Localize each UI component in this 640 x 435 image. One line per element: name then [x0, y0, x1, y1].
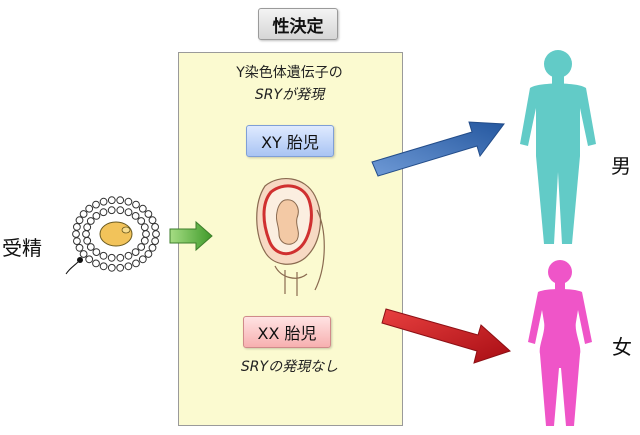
blue-arrow: [371, 121, 505, 177]
follicle-cell: [92, 259, 100, 268]
follicle-cell: [144, 250, 153, 258]
follicle-cell: [140, 236, 149, 245]
sperm-tail: [65, 261, 79, 275]
follicle-cell: [92, 212, 101, 220]
follicle-cell: [131, 248, 140, 256]
egg-nucleus: [121, 226, 131, 234]
title-box: 性決定: [258, 8, 338, 40]
follicle-cell: [83, 223, 92, 232]
follicle-cell: [124, 197, 133, 206]
y-gene-caption-line2: SRYが発現: [254, 87, 325, 103]
spine-outline: [314, 209, 325, 291]
follicle-cell: [107, 206, 116, 215]
fetus-body: [275, 199, 299, 245]
follicle-cell: [116, 263, 125, 272]
follicle-cell: [124, 208, 133, 217]
follicle-cell: [124, 262, 133, 271]
male-label: 男: [611, 154, 631, 178]
follicle-cell: [116, 253, 125, 262]
follicle-cell: [73, 237, 81, 245]
xx-fetus-text: XX 胎児: [257, 324, 317, 343]
y-gene-caption-line1: Y染色体遺伝子の: [236, 65, 343, 81]
follicle-cell: [86, 243, 95, 251]
follicle-cell: [131, 212, 140, 220]
follicle-cell: [99, 251, 108, 260]
title-text: 性決定: [272, 16, 324, 37]
follicle-cell: [137, 243, 146, 251]
follicle-cell: [72, 230, 80, 238]
follicle-cell: [142, 230, 150, 238]
follicle-cell: [79, 210, 88, 218]
follicle-cell: [75, 216, 84, 225]
follicle-cell: [148, 243, 157, 252]
follicle-cell: [85, 204, 94, 213]
follicle-cell: [116, 206, 125, 215]
green-arrow: [169, 220, 213, 252]
follicle-cell: [124, 251, 133, 260]
follicle-cell: [144, 210, 153, 218]
no-sry-caption: SRYの発現なし: [240, 359, 339, 375]
xy-fetus-text: XY 胎児: [261, 133, 319, 152]
fertilization-illustration: [65, 196, 160, 275]
follicle-cell: [82, 230, 90, 238]
xy-fetus-label: XY 胎児: [246, 125, 334, 157]
follicle-cell: [107, 263, 116, 272]
follicle-cell: [85, 255, 94, 264]
follicle-cell: [132, 259, 140, 268]
follicle-cell: [151, 237, 159, 245]
follicle-cell: [152, 230, 160, 238]
follicle-cell: [132, 200, 140, 209]
xx-fetus-label: XX 胎児: [243, 316, 331, 348]
follicle-cell: [138, 255, 147, 264]
pelvis-outline: [274, 265, 308, 296]
follicle-cell: [138, 204, 147, 213]
follicle-cells: [72, 196, 160, 272]
male-figure: [520, 50, 596, 244]
egg-cell: [99, 221, 133, 247]
follicle-cell: [92, 248, 101, 256]
follicle-cell: [140, 223, 149, 232]
follicle-cell: [99, 197, 108, 206]
red-arrow: [381, 308, 511, 364]
follicle-cell: [75, 243, 84, 252]
follicle-cell: [107, 196, 116, 205]
follicle-cell: [79, 250, 88, 258]
follicle-cell: [73, 223, 81, 231]
fertilization-label: 受精: [2, 236, 42, 260]
sperm-head: [77, 257, 83, 263]
follicle-cell: [86, 217, 95, 225]
follicle-cell: [116, 196, 125, 205]
follicle-cell: [148, 216, 157, 225]
follicle-cell: [99, 262, 108, 271]
follicle-cell: [151, 223, 159, 231]
female-label: 女: [612, 335, 632, 359]
follicle-cell: [92, 200, 100, 209]
fetus-illustration: [256, 178, 325, 296]
follicle-cell: [137, 217, 146, 225]
follicle-cell: [99, 208, 108, 217]
follicle-cell: [107, 253, 116, 262]
female-figure: [528, 260, 592, 426]
follicle-cell: [83, 236, 92, 245]
